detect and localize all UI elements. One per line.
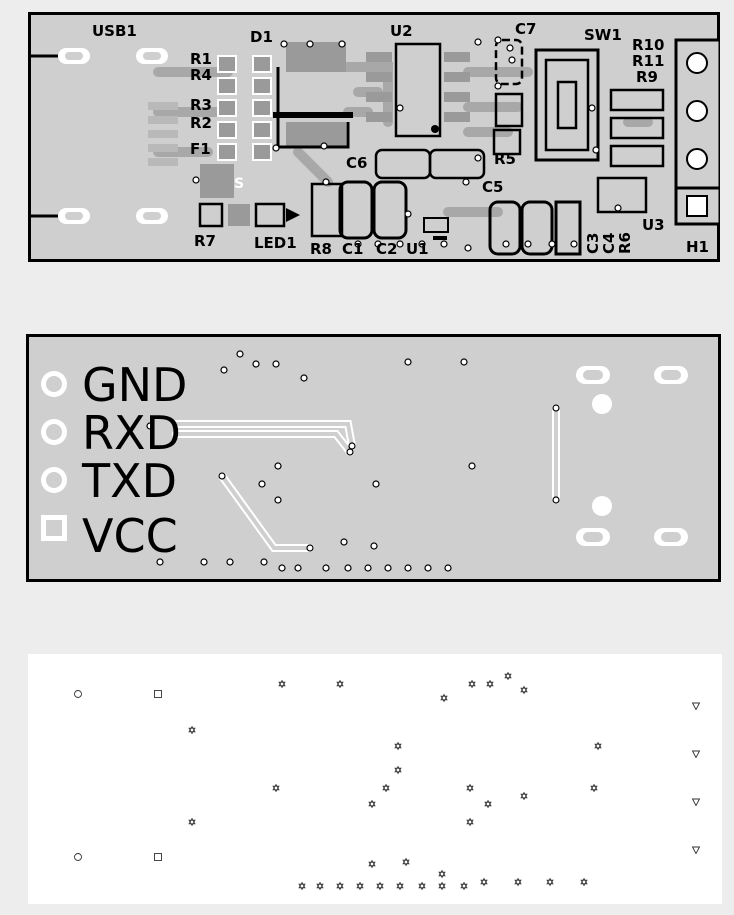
label-r8: R8: [310, 240, 332, 258]
label-led1: LED1: [254, 234, 297, 252]
u3-footprint: [596, 176, 648, 214]
usb1-footprint: [28, 48, 178, 224]
pin-label-gnd: GND: [82, 358, 187, 412]
label-c7: C7: [515, 20, 536, 38]
label-r7: R7: [194, 232, 216, 250]
drill-triangle-marks: [692, 702, 700, 854]
pin-label-txd: TXD: [81, 454, 177, 508]
pin-label-vcc: VCC: [82, 509, 178, 563]
top-traces: [153, 62, 653, 217]
label-h1: H1: [686, 238, 709, 256]
top-layer-panel: USB1 D1 U2 C7 SW1 R10 R11 R9 R1 R4 R3 R2…: [28, 12, 720, 262]
bottom-layer-panel: GND RXD TXD VCC: [26, 334, 722, 582]
label-sw1: SW1: [584, 26, 622, 44]
label-r11: R11: [632, 52, 664, 70]
r9-r11-footprint: [609, 88, 665, 168]
drill-circle-marks: [74, 690, 82, 861]
h1-pads-bottom: [41, 371, 67, 541]
u2-footprint: [366, 42, 470, 138]
label-r3: R3: [190, 96, 212, 114]
drill-square-marks: [154, 690, 162, 861]
label-u1: U1: [406, 240, 429, 258]
label-c1: C1: [342, 240, 363, 258]
label-r4: R4: [190, 66, 212, 84]
label-d1: D1: [250, 28, 273, 46]
label-s-mark: S: [234, 176, 244, 192]
label-f1: F1: [190, 140, 211, 158]
drill-star-marks: [188, 672, 602, 890]
bottom-layer-svg: GND RXD TXD VCC: [26, 334, 721, 582]
label-r5: R5: [494, 150, 516, 168]
drill-drawing-svg: [74, 672, 700, 890]
label-c6: C6: [346, 154, 367, 172]
label-r10: R10: [632, 36, 664, 54]
s-r7-led1-footprint: [198, 164, 300, 228]
usb1-slots-bottom: [576, 366, 688, 546]
label-r1: R1: [190, 50, 212, 68]
c7-footprint: [494, 38, 524, 128]
label-c3: C3: [584, 233, 602, 254]
c5-c3-c4-r6-footprint: [488, 200, 582, 256]
c6-footprint: [374, 148, 486, 180]
sw1-footprint: [534, 48, 600, 162]
label-r2: R2: [190, 114, 212, 132]
d1-footprint: [273, 42, 353, 149]
pin-label-rxd: RXD: [82, 406, 181, 460]
r5-footprint: [492, 128, 522, 156]
top-layer-svg: USB1 D1 U2 C7 SW1 R10 R11 R9 R1 R4 R3 R2…: [28, 12, 720, 262]
bottom-vias: [146, 350, 560, 572]
label-r9: R9: [636, 68, 658, 86]
label-r6: R6: [616, 232, 634, 254]
label-usb1: USB1: [92, 22, 137, 40]
label-c4: C4: [600, 233, 618, 254]
label-u2: U2: [390, 22, 413, 40]
h1-connector: [674, 38, 720, 226]
label-u3: U3: [642, 216, 665, 234]
top-vias: [192, 36, 622, 252]
label-c5: C5: [482, 178, 503, 196]
resistor-array-r1-f1: [217, 55, 272, 161]
drill-drawing-panel: [28, 654, 722, 904]
label-c2: C2: [376, 240, 397, 258]
